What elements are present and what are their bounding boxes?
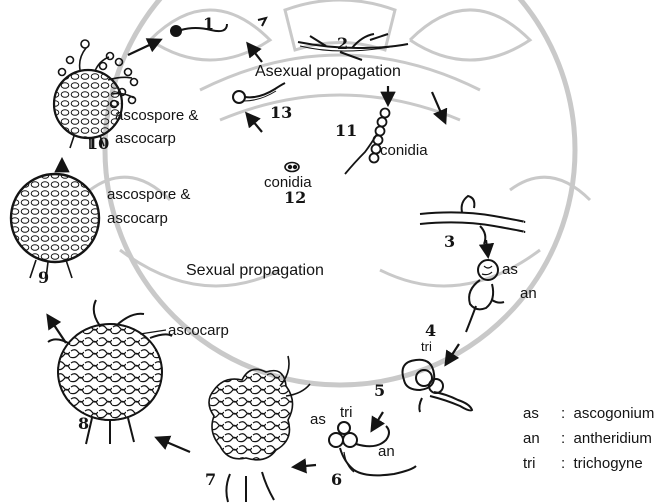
legend-abbr: as xyxy=(523,405,561,422)
antheridium-label-upper: an xyxy=(520,285,537,302)
stage-number-6: 6 xyxy=(331,470,342,489)
trichogyne-label-lower: tri xyxy=(340,404,353,421)
arrow-5-to-6 xyxy=(372,412,383,430)
ascocarp-leader-line xyxy=(140,330,166,334)
legend-sep: : xyxy=(561,430,565,447)
conidia-label-center: conidia xyxy=(264,174,312,191)
stage-12-conidium xyxy=(285,163,299,172)
stage-8-ascocarp xyxy=(48,300,172,444)
conidia-label-right: conidia xyxy=(380,142,428,159)
stage-number-8: 8 xyxy=(78,414,89,433)
stage-3-hypha xyxy=(420,196,524,244)
stage-number-5: 5 xyxy=(374,381,385,400)
legend-term: antheridium xyxy=(574,430,652,447)
legend-row-trichogyne: tri: trichogyne xyxy=(523,455,643,472)
arrow-6-to-7 xyxy=(294,465,316,467)
ascogonium-label-lower: as xyxy=(310,411,326,428)
arrow-2-to-3 xyxy=(432,92,445,122)
stage-number-2: 2 xyxy=(337,34,348,53)
stage-13-conidium-germ xyxy=(233,83,285,103)
stage-number-10: 10 xyxy=(87,134,109,153)
ascospore-ascocarp-label-left-line2: ascocarp xyxy=(107,210,168,227)
trichogyne-label-upper: tri xyxy=(421,338,432,355)
asexual-propagation-label: Asexual propagation xyxy=(255,63,401,81)
arrow-12-to-13 xyxy=(247,114,262,132)
legend-sep: : xyxy=(561,405,565,422)
legend-row-antheridium: an: antheridium xyxy=(523,430,652,447)
stage-number-9: 9 xyxy=(38,268,49,287)
antheridium-label-lower: an xyxy=(378,443,395,460)
sexual-propagation-label: Sexual propagation xyxy=(186,262,324,280)
legend-row-ascogonium: as: ascogonium xyxy=(523,405,654,422)
stage-number-1: 1 xyxy=(203,14,214,33)
arrow-7-to-8 xyxy=(157,438,190,452)
ascospore-ascocarp-label-top-line2: ascocarp xyxy=(115,130,176,147)
stage-number-3: 3 xyxy=(444,232,455,251)
stage-7-developing-ascocarp xyxy=(209,356,310,502)
legend-sep: : xyxy=(561,455,565,472)
stage-5-coiled-ascogonium xyxy=(403,360,473,412)
stage-number-13: 13 xyxy=(270,103,292,122)
ascospore-ascocarp-label-top-line1: ascospore & xyxy=(115,107,198,124)
legend-term: ascogonium xyxy=(574,405,655,422)
arrow-3-to-4 xyxy=(486,240,488,256)
ascogonium-label-upper: as xyxy=(502,261,518,278)
ascocarp-label: ascocarp xyxy=(168,322,229,339)
stage-number-7: 7 xyxy=(205,470,216,489)
stage-9-ascocarp xyxy=(11,174,99,278)
stage-number-11: 11 xyxy=(335,121,357,140)
stage-1-germinating-spore xyxy=(171,18,266,36)
legend-abbr: an xyxy=(523,430,561,447)
legend-term: trichogyne xyxy=(574,455,643,472)
legend-abbr: tri xyxy=(523,455,561,472)
ascospore-ascocarp-label-left-line1: ascospore & xyxy=(107,186,190,203)
